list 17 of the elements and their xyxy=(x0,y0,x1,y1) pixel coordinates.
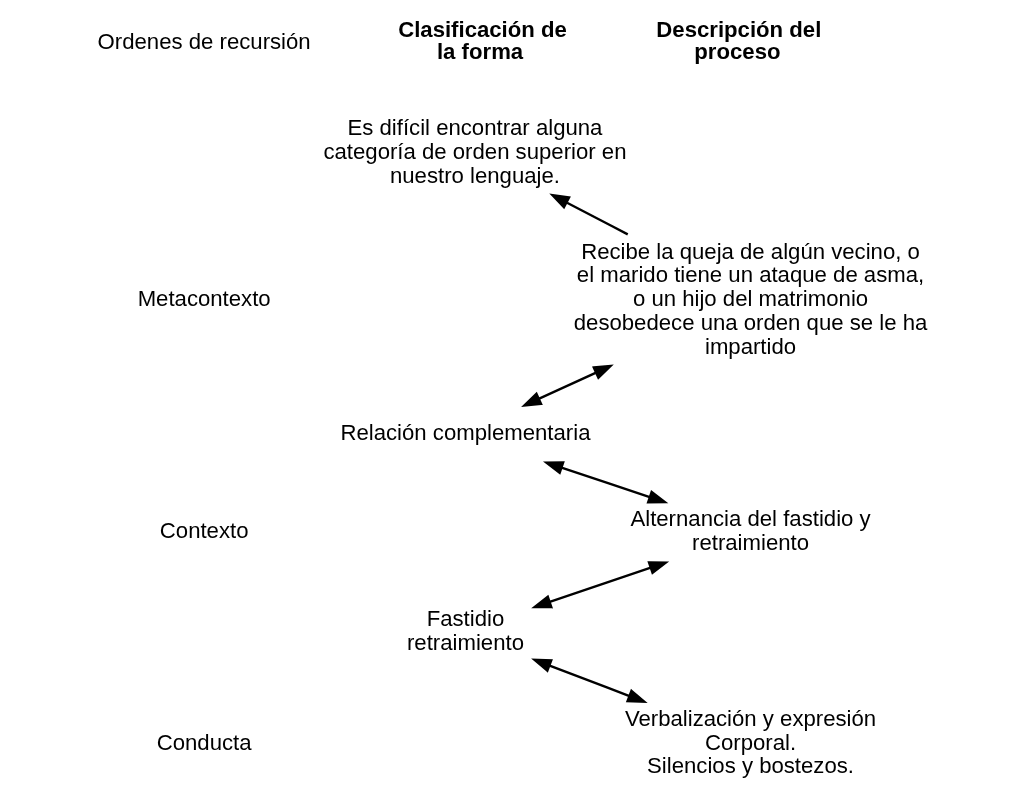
label: Clasificación de la forma xyxy=(398,16,567,65)
label: Metacontexto xyxy=(137,286,271,312)
arrow xyxy=(531,561,670,609)
arrow xyxy=(543,461,669,504)
label: Descripción del proceso xyxy=(656,16,822,65)
node-text: Alternancia del fastidio y retraimiento xyxy=(630,506,871,555)
label: Conducta xyxy=(156,729,252,755)
node-text: Es difícil encontrar alguna categoría de orden superior en nuestro lenguaje. xyxy=(323,115,627,188)
arrow xyxy=(549,193,629,236)
arrow xyxy=(521,364,614,407)
label: Ordenes de recursión xyxy=(97,28,311,54)
node-text: Recibe la queja de algún vecino, o el marido tiene un ataque de asma, o un hijo del matrimonio desobedece una orden que se le ha impartido xyxy=(573,238,928,359)
label: Contexto xyxy=(159,518,249,544)
arrow xyxy=(531,658,648,703)
node-text: Verbalización y expresión Corporal. Silencios y bostezos. xyxy=(624,705,877,779)
node-text: Relación complementaria xyxy=(340,419,591,445)
node-text: Fastidio retraimiento xyxy=(406,606,524,655)
